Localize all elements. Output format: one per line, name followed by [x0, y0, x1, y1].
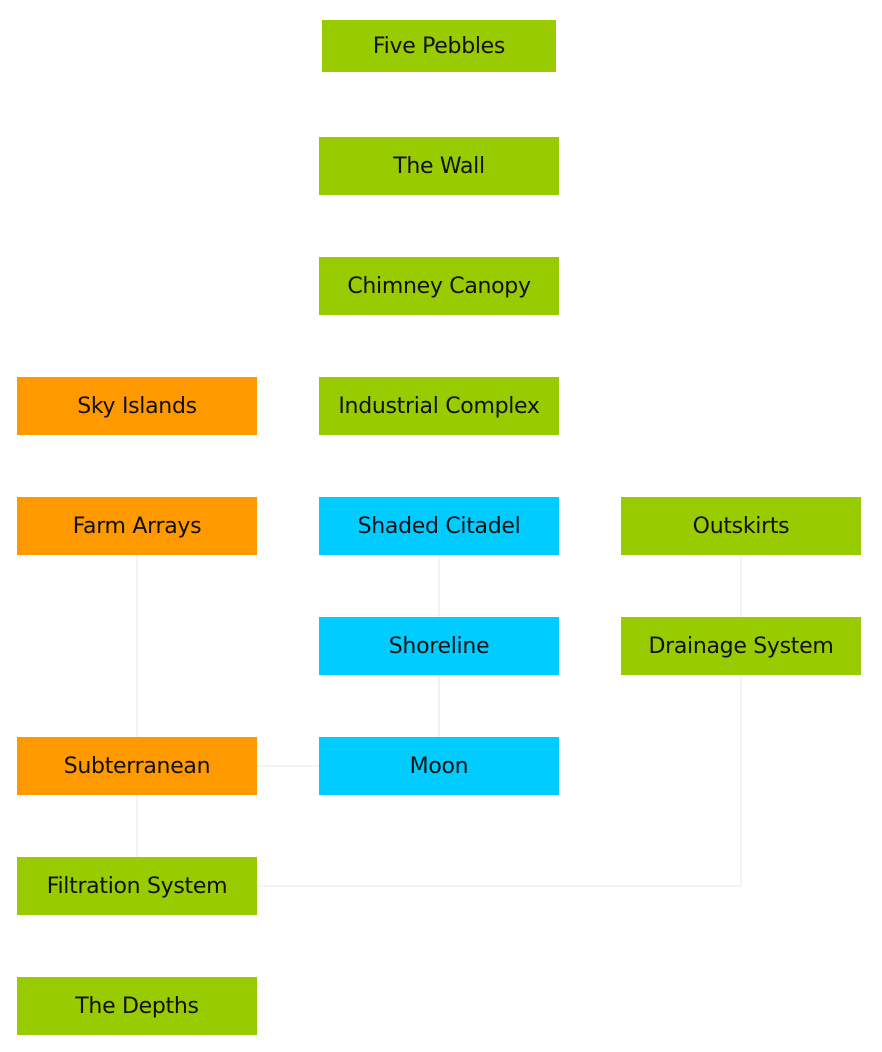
node-shoreline[interactable]: Shoreline — [319, 617, 559, 675]
node-the-depths[interactable]: The Depths — [17, 977, 257, 1035]
node-label: Subterranean — [63, 753, 211, 779]
node-label: The Depths — [75, 993, 199, 1019]
node-label: The Wall — [393, 153, 485, 179]
node-label: Five Pebbles — [372, 33, 506, 59]
node-farm-arrays[interactable]: Farm Arrays — [17, 497, 257, 555]
node-sky-islands[interactable]: Sky Islands — [17, 377, 257, 435]
node-label: Shaded Citadel — [357, 513, 521, 539]
node-label: Outskirts — [692, 513, 790, 539]
edge-drainage-system-to-filtration-system — [257, 675, 742, 887]
node-label: Moon — [409, 753, 469, 779]
node-moon[interactable]: Moon — [319, 737, 559, 795]
node-the-wall[interactable]: The Wall — [319, 137, 559, 195]
node-chimney-canopy[interactable]: Chimney Canopy — [319, 257, 559, 315]
node-outskirts[interactable]: Outskirts — [621, 497, 861, 555]
node-label: Chimney Canopy — [347, 273, 531, 299]
node-five-pebbles[interactable]: Five Pebbles — [322, 20, 556, 72]
node-shaded-citadel[interactable]: Shaded Citadel — [319, 497, 559, 555]
node-label: Farm Arrays — [72, 513, 202, 539]
node-label: Drainage System — [648, 633, 834, 659]
node-drainage-system[interactable]: Drainage System — [621, 617, 861, 675]
node-label: Industrial Complex — [338, 393, 540, 419]
node-label: Shoreline — [388, 633, 490, 659]
node-industrial-complex[interactable]: Industrial Complex — [319, 377, 559, 435]
node-filtration-system[interactable]: Filtration System — [17, 857, 257, 915]
node-subterranean[interactable]: Subterranean — [17, 737, 257, 795]
node-label: Sky Islands — [77, 393, 197, 419]
node-label: Filtration System — [46, 873, 228, 899]
